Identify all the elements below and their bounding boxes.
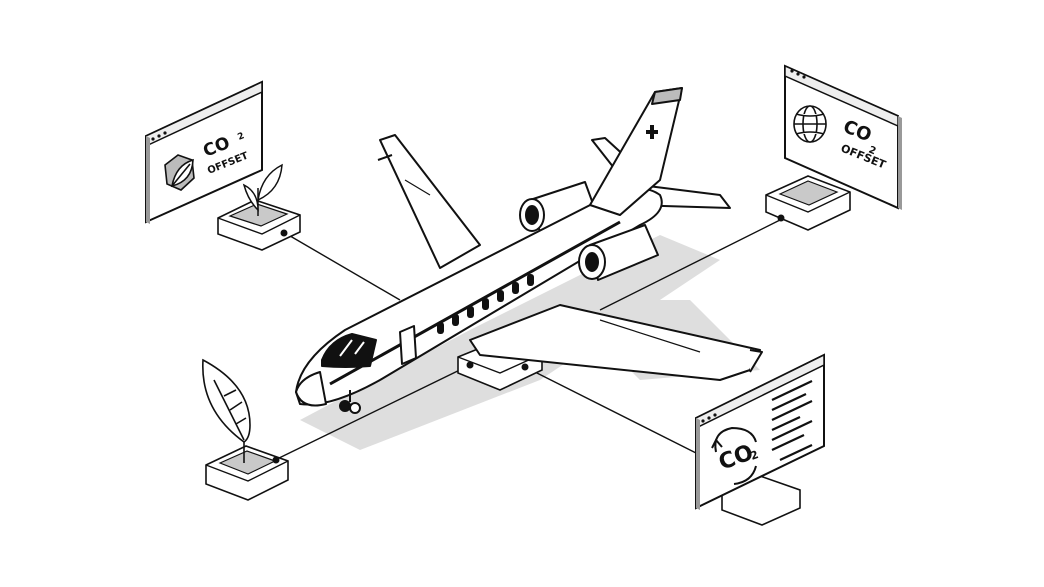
connector-bottom-right <box>524 366 701 456</box>
leaf-hexagon-icon <box>164 154 195 191</box>
tail-cross-icon <box>646 125 658 139</box>
nose <box>295 371 327 407</box>
panel-tr-co2-sub: 2 <box>867 145 878 158</box>
panel-br-co2-sub: 2 <box>749 448 761 463</box>
report-text-lines <box>771 380 813 461</box>
connector-top-left <box>284 232 401 301</box>
globe-icon <box>793 105 827 143</box>
panel-tl-co2-sub: 2 <box>236 131 246 143</box>
co2-panel-bottom-right: CO 2 <box>695 353 825 526</box>
vertical-tail <box>589 87 683 216</box>
globe-node <box>765 175 851 231</box>
recycle-co2-icon <box>711 426 757 485</box>
connector-top-right <box>599 219 781 311</box>
engine-lower <box>578 224 659 281</box>
cabin-windows <box>437 274 534 334</box>
cockpit-window <box>321 333 377 368</box>
leaf-node <box>202 358 289 501</box>
cabin-door <box>399 325 417 365</box>
connector-bottom-left <box>274 364 471 461</box>
co2-offset-panel-top-left: CO 2 OFFSET <box>145 80 263 224</box>
co2-offset-panel-top-right: CO 2 OFFSET <box>784 64 902 210</box>
left-wing <box>379 134 481 269</box>
leaf-icon <box>202 358 251 463</box>
sprout-icon <box>242 163 283 216</box>
sprout-node <box>217 163 301 251</box>
landing-gear <box>339 390 361 414</box>
connector-lines <box>274 219 781 461</box>
private-jet-icon <box>295 87 763 414</box>
